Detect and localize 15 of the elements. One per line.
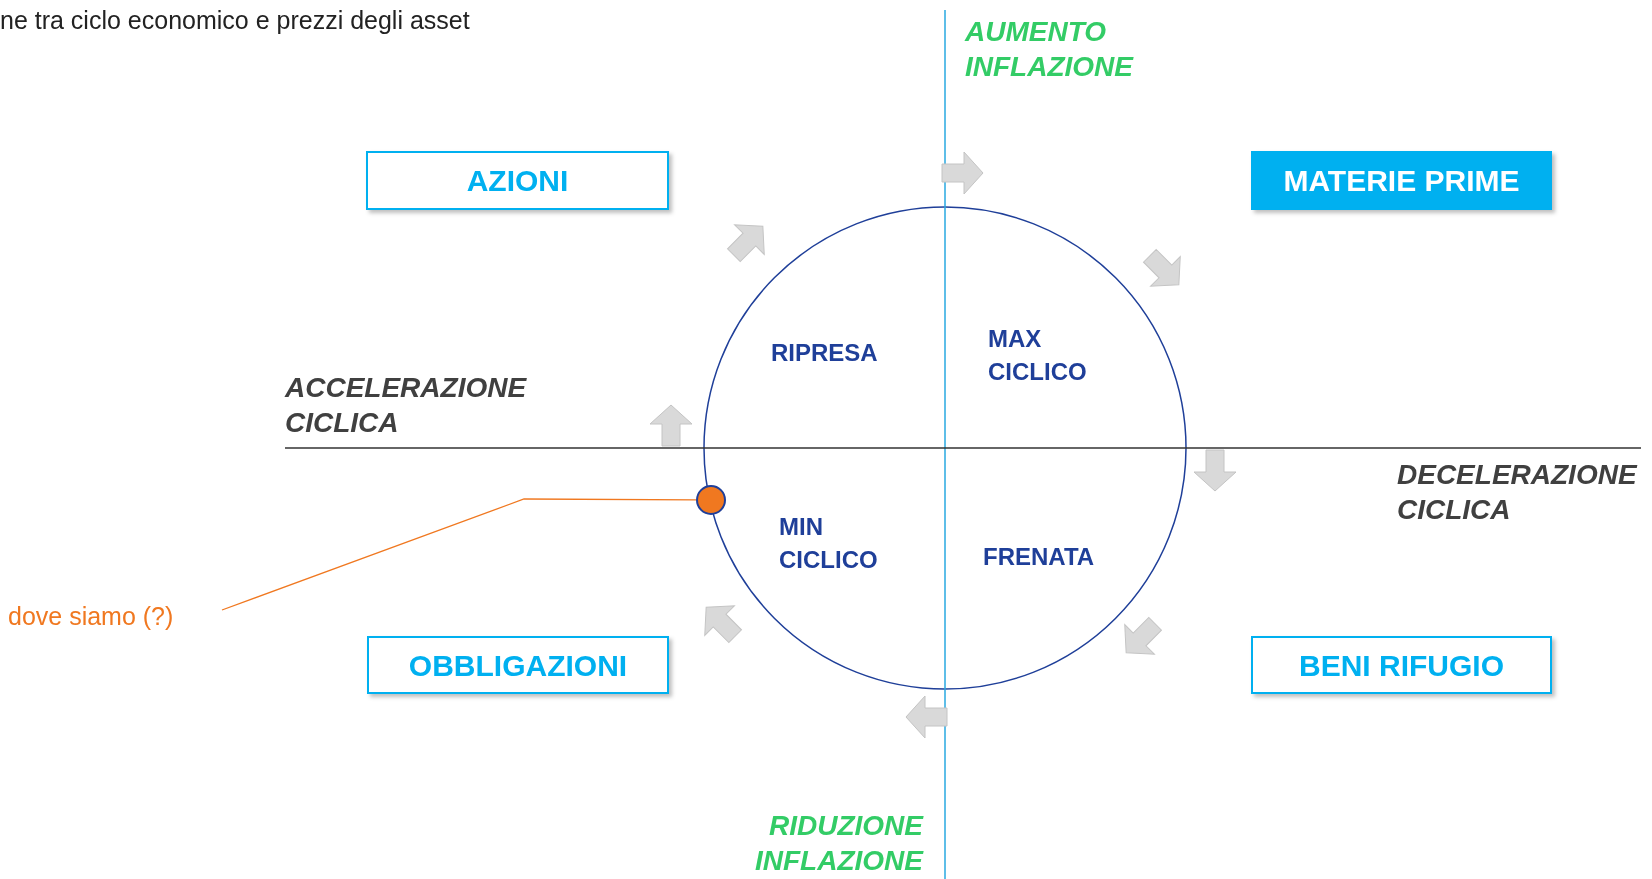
asset-box: OBBLIGAZIONI [367,636,669,694]
axis-label: AUMENTO INFLAZIONE [965,15,1135,84]
axis-label: ACCELERAZIONE CICLICA [285,371,528,440]
phase-label: RIPRESA [771,338,879,368]
axis-label: RIDUZIONE INFLAZIONE [754,809,923,878]
asset-box: BENI RIFUGIO [1251,636,1552,694]
phase-label: MAX CICLICO [988,324,1088,387]
title: ne tra ciclo economico e prezzi degli asset [0,5,470,36]
callout-text: dove siamo (?) [8,598,174,636]
axis-label: DECELERAZIONE CICLICA [1397,458,1639,527]
phase-label: MIN CICLICO [779,512,879,575]
phase-label: FRENATA [983,542,1096,572]
asset-box: MATERIE PRIME [1251,151,1552,210]
asset-box: AZIONI [366,151,669,210]
leader-line [221,498,697,611]
